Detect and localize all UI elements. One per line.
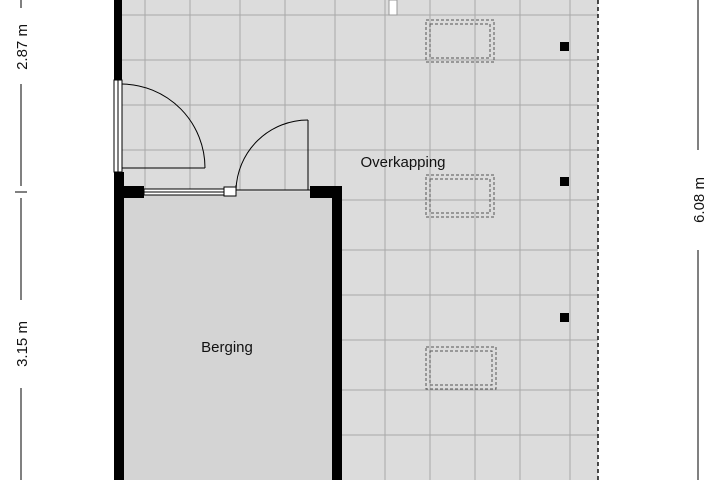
post-1	[560, 42, 569, 51]
room-label-covered-area: Overkapping	[360, 154, 445, 171]
skylight-1-inner	[429, 23, 491, 59]
post-2	[560, 177, 569, 186]
dimension-left-upper: 2.87 m	[14, 24, 31, 70]
left-wall-upper	[114, 0, 122, 80]
top-element	[388, 0, 398, 16]
skylight-3	[425, 346, 497, 390]
tile-grid	[122, 0, 598, 480]
exterior-door	[121, 83, 206, 169]
storage-left-wall	[114, 186, 124, 480]
dimension-right-total: 6.08 m	[691, 177, 708, 223]
skylight-2-inner	[429, 178, 491, 214]
storage-door	[235, 119, 309, 191]
left-wall-corner	[114, 172, 124, 192]
skylight-3-inner	[429, 350, 493, 386]
left-window	[113, 79, 123, 173]
storage-floor	[124, 192, 334, 480]
post-3	[560, 313, 569, 322]
left-dimension-line	[15, 0, 27, 480]
dimension-left-lower: 3.15 m	[14, 321, 31, 367]
storage-top-wall-mid	[223, 186, 237, 197]
storage-right-wall	[332, 186, 342, 480]
skylights	[425, 19, 497, 390]
posts	[560, 42, 569, 322]
storage-top-window	[143, 188, 225, 196]
room-label-storage: Berging	[201, 339, 253, 356]
